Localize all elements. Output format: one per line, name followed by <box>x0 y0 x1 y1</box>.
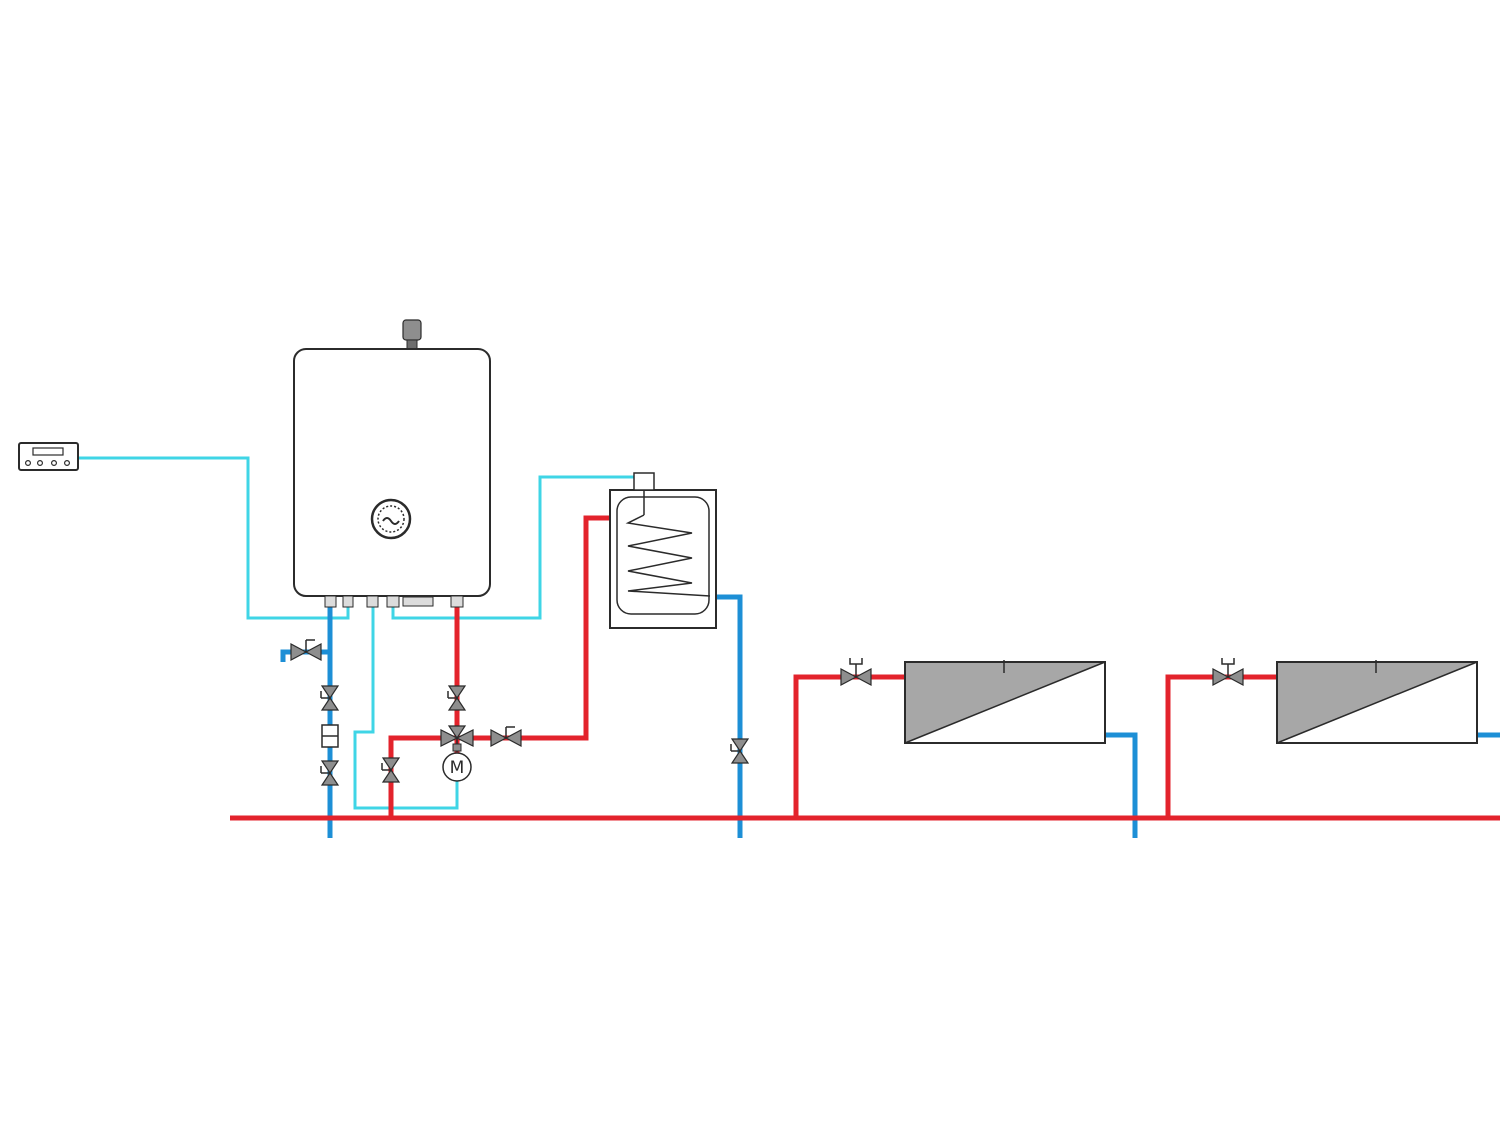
air-vent-icon <box>402 319 422 350</box>
shutoff-valve-icon <box>1212 658 1244 686</box>
pump-label: M <box>450 758 465 778</box>
control-wiring <box>78 456 642 810</box>
boiler-display-dial-icon <box>370 498 412 540</box>
bypass-pipe <box>388 735 457 818</box>
shutoff-valve-icon <box>490 726 522 747</box>
shutoff-valve-icon <box>290 639 322 661</box>
circulator-pump-icon: M <box>442 752 472 782</box>
room-thermostat-icon <box>18 442 79 471</box>
radiator-1 <box>904 660 1106 744</box>
radiator2-flow-pipe <box>1165 674 1277 818</box>
shutoff-valve-icon <box>381 757 401 783</box>
shutoff-valve-icon <box>730 738 750 764</box>
shutoff-valve-icon <box>840 658 872 686</box>
fill-branch-pipe <box>280 649 330 662</box>
three-way-valve-icon <box>440 725 474 752</box>
tank-return-pipe <box>716 594 743 838</box>
heating-coil-icon <box>625 514 711 597</box>
pump-wire <box>353 602 459 810</box>
radiator1-return-pipe <box>1105 732 1138 838</box>
strainer-filter-icon <box>321 724 339 748</box>
shutoff-valve-icon <box>320 685 340 711</box>
hot-water-cylinder-icon <box>609 472 717 629</box>
shutoff-valve-icon <box>320 760 340 786</box>
boiler-connections <box>324 595 464 608</box>
wall-boiler-icon <box>293 319 491 608</box>
thermostat-wire <box>78 456 350 620</box>
radiator1-flow-pipe <box>793 674 905 818</box>
radiator-2 <box>1276 660 1478 744</box>
shutoff-valve-icon <box>447 685 467 711</box>
tank-sensor-wire <box>391 475 642 620</box>
